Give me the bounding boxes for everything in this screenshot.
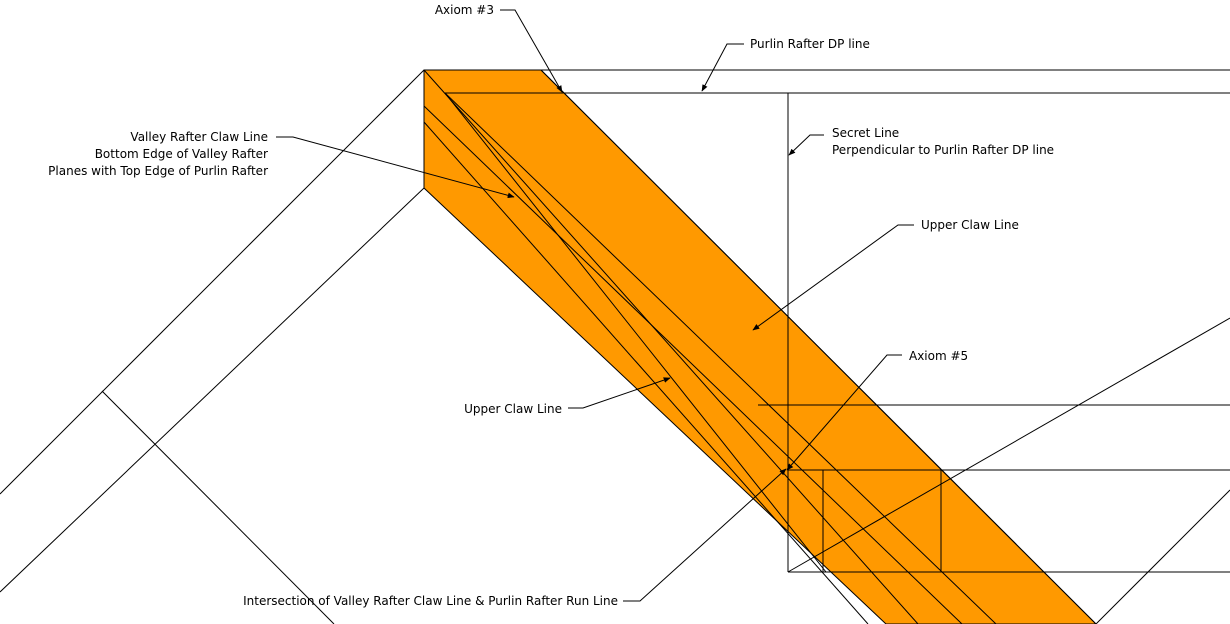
label-upper-claw-right: Upper Claw Line — [921, 218, 1019, 232]
label-secret-line: Secret Line — [832, 126, 899, 140]
label-valley-bottom-edge: Bottom Edge of Valley Rafter — [95, 147, 268, 161]
internal-claw-lines — [423, 69, 1097, 624]
purlin-run-lines — [758, 404, 1230, 573]
label-secret-perpendicular: Perpendicular to Purlin Rafter DP line — [832, 143, 1054, 157]
right-diagonals — [787, 317, 1230, 624]
purlin-section — [822, 470, 942, 572]
label-intersection: Intersection of Valley Rafter Claw Line … — [243, 594, 618, 608]
left-rafter-lines — [0, 69, 425, 624]
label-axiom-3: Axiom #3 — [435, 3, 494, 17]
leader-lines — [276, 9, 914, 602]
label-valley-planes: Planes with Top Edge of Purlin Rafter — [48, 164, 268, 178]
label-purlin-dp-line: Purlin Rafter DP line — [750, 37, 870, 51]
label-upper-claw-left: Upper Claw Line — [464, 402, 562, 416]
label-valley-claw-line: Valley Rafter Claw Line — [130, 130, 268, 144]
purlin-rafter-lines — [424, 69, 1230, 94]
label-axiom-5: Axiom #5 — [909, 349, 968, 363]
